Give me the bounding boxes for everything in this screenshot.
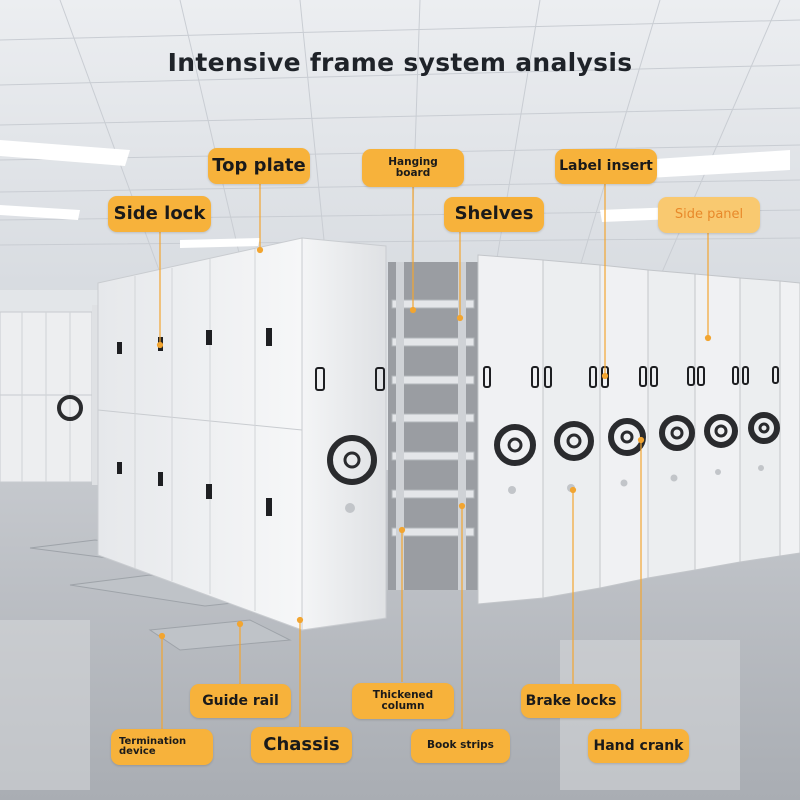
label-label-insert: Label insert xyxy=(555,149,657,184)
label-side-panel: Side panel xyxy=(658,197,760,233)
hand-crank-wheels xyxy=(327,412,780,485)
label-termination-device: Termination device xyxy=(111,729,213,765)
far-cabinet xyxy=(0,305,102,485)
label-thickened-column: Thickened column xyxy=(352,683,454,719)
page-title: Intensive frame system analysis xyxy=(167,48,633,77)
label-book-strips: Book strips xyxy=(411,729,510,763)
cabinet-row xyxy=(477,254,800,605)
label-guide-rail: Guide rail xyxy=(190,684,291,718)
label-hand-crank: Hand crank xyxy=(588,729,689,763)
leader-lines xyxy=(156,184,712,730)
main-cabinet xyxy=(97,237,387,631)
label-inserts xyxy=(483,366,779,388)
label-chassis: Chassis xyxy=(251,727,352,763)
floor-reflections xyxy=(0,620,740,790)
label-hanging-board: Hanging board xyxy=(362,149,464,187)
label-side-lock: Side lock xyxy=(108,196,211,232)
brake-lock-knobs xyxy=(345,465,764,513)
open-shelf-unit xyxy=(388,262,478,590)
label-top-plate: Top plate xyxy=(208,148,310,184)
label-brake-locks: Brake locks xyxy=(521,684,621,718)
label-shelves: Shelves xyxy=(444,197,544,232)
